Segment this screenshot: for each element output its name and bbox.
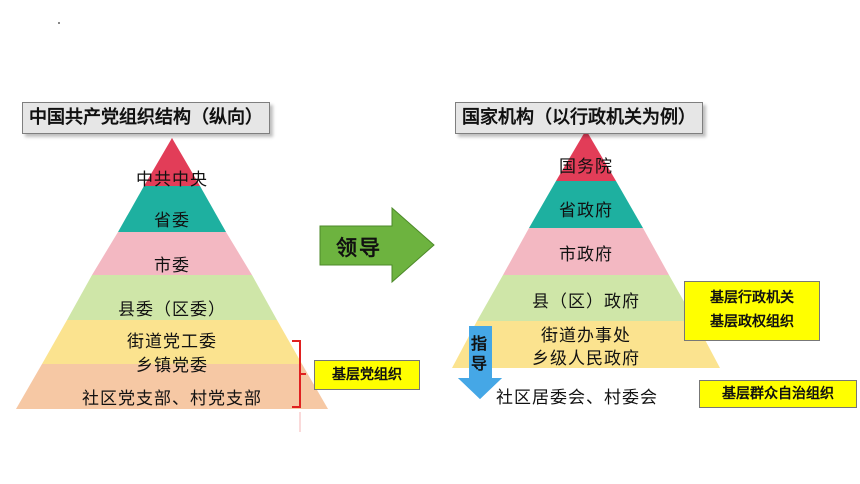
- lead-arrow: [319, 206, 435, 284]
- left-bracket-front: [292, 340, 306, 408]
- left-tier-4: [67, 275, 277, 320]
- left-level-county: 县委（区委）: [118, 300, 226, 320]
- left-tier-2: [118, 186, 226, 232]
- right-tier-5: [452, 321, 720, 368]
- right-bottom-text: 社区居委会、村委会: [496, 388, 658, 408]
- right-tier-2: [529, 181, 643, 228]
- left-level-community: 社区党支部、村党支部: [82, 389, 262, 409]
- lead-arrow-label: 领导: [336, 235, 382, 260]
- corner-dot: [58, 22, 60, 24]
- left-tier-5: [42, 320, 302, 364]
- left-level-city: 市委: [154, 256, 190, 276]
- right-title: 国家机构（以行政机关为例）: [455, 102, 703, 134]
- grassroots-party-label: 基层党组织: [314, 360, 420, 390]
- left-level-street: 街道党工委: [127, 332, 217, 352]
- right-tier-3: [503, 228, 669, 275]
- guide-arrow-front: [458, 326, 502, 399]
- right-level-city: 市政府: [559, 245, 613, 265]
- left-title: 中国共产党组织结构（纵向）: [22, 102, 270, 134]
- self-gov-label: 基层群众自治组织: [699, 380, 857, 408]
- right-level-state-council: 国务院: [559, 157, 613, 177]
- right-tier-4: [477, 275, 695, 321]
- grassroots-gov-label: 基层行政机关 基层政权组织: [684, 281, 820, 341]
- right-level-county: 县（区）政府: [532, 292, 640, 312]
- grassroots-gov-line2: 基层政权组织: [710, 314, 794, 330]
- left-tier-1: [144, 138, 200, 186]
- left-tier-6: [16, 364, 328, 409]
- guide-arrow-char-1: 指导: [471, 334, 488, 373]
- right-level-township: 乡级人民政府: [532, 349, 640, 369]
- left-level-township: 乡镇党委: [136, 356, 208, 376]
- left-level-province: 省委: [154, 211, 190, 231]
- right-level-street: 街道办事处: [541, 326, 631, 346]
- grassroots-gov-line1: 基层行政机关: [710, 290, 794, 306]
- left-tier-3: [92, 232, 252, 275]
- right-tier-1: [556, 130, 616, 181]
- left-level-central: 中共中央: [136, 170, 208, 190]
- right-level-province: 省政府: [559, 201, 613, 221]
